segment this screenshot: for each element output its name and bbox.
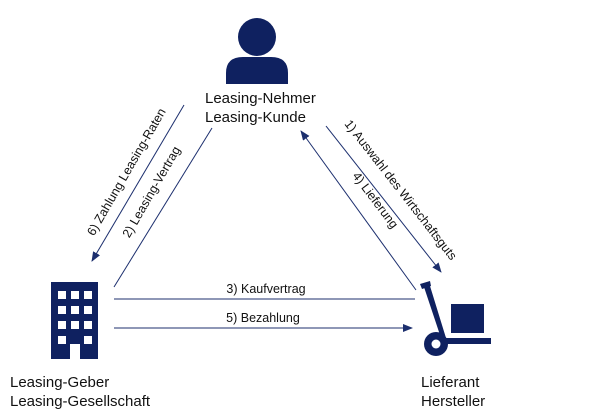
node-geber-line1: Leasing-Geber xyxy=(10,374,110,391)
node-lieferant-line1: Lieferant xyxy=(421,374,480,391)
edge-label-bezahlung: 5) Bezahlung xyxy=(226,311,300,325)
arrow-auswahl xyxy=(325,125,442,273)
person-icon xyxy=(226,18,288,84)
node-nehmer-line2: Leasing-Kunde xyxy=(205,109,306,126)
edge-label-kaufvertrag: 3) Kaufvertrag xyxy=(226,282,305,296)
node-lieferant-line2: Hersteller xyxy=(421,393,486,410)
line-vertrag xyxy=(113,127,213,288)
office-building-icon xyxy=(51,282,98,359)
arrow-zahlung-raten xyxy=(91,104,185,262)
hand-truck-icon xyxy=(420,281,491,356)
node-leasing-nehmer: Leasing-Nehmer Leasing-Kunde xyxy=(205,89,316,127)
node-lieferant: Lieferant Hersteller xyxy=(421,373,485,411)
arrow-lieferung xyxy=(300,130,417,291)
node-geber-line2: Leasing-Gesellschaft xyxy=(10,393,151,410)
node-nehmer-line1: Leasing-Nehmer xyxy=(205,90,316,107)
node-leasing-geber: Leasing-Geber Leasing-Gesellschaft xyxy=(10,373,150,411)
